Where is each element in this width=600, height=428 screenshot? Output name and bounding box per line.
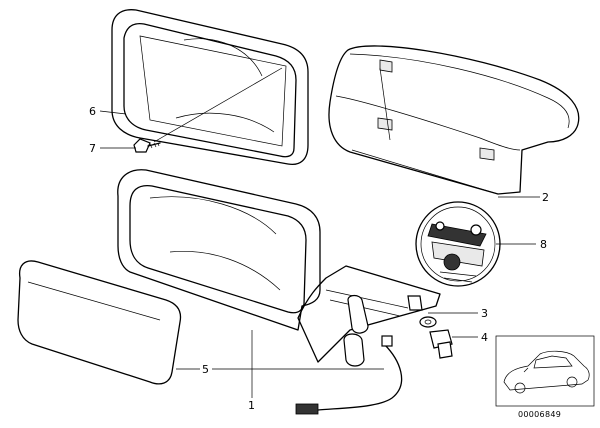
washer xyxy=(419,316,437,328)
callout-2: 2 xyxy=(542,191,549,204)
screw xyxy=(133,138,161,153)
motor-unit xyxy=(415,201,501,287)
callout-7: 7 xyxy=(89,142,96,155)
mirror-housing xyxy=(117,169,441,415)
callout-3: 3 xyxy=(481,307,488,320)
mirror-glass xyxy=(17,260,182,385)
car-thumbnail: 00006849 xyxy=(495,335,595,419)
callout-1: 1 xyxy=(248,399,255,412)
bolt xyxy=(429,329,453,359)
callout-8: 8 xyxy=(540,238,547,251)
mirror-cap xyxy=(328,45,580,195)
callout-labels: 6 7 2 8 3 4 5 1 xyxy=(89,105,549,412)
leader-lines xyxy=(99,67,540,398)
callout-6: 6 xyxy=(89,105,96,118)
callout-4: 4 xyxy=(481,331,488,344)
callout-5: 5 xyxy=(202,363,209,376)
diagram-reference-number: 00006849 xyxy=(518,410,561,419)
mirror-frame-upper xyxy=(111,9,309,166)
